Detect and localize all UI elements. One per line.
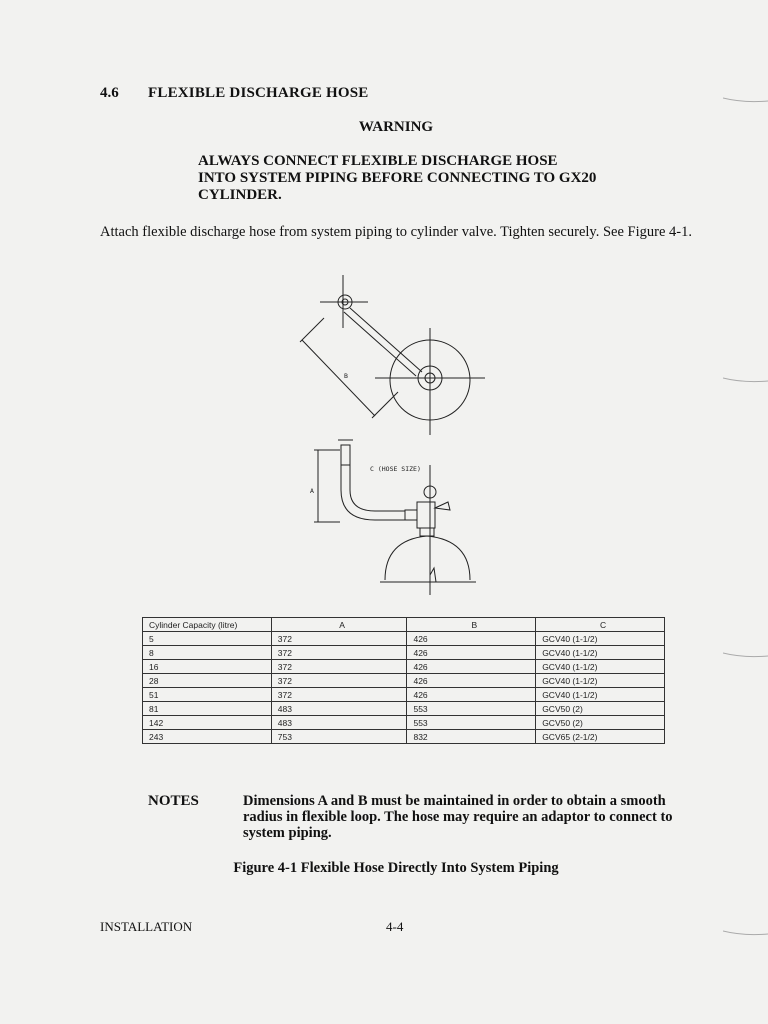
table-cell: 16 — [142, 659, 272, 674]
table-cell: 483 — [270, 715, 408, 730]
pipe-fitting-inner — [341, 298, 349, 306]
footer-section-name: INSTALLATION — [100, 919, 193, 934]
label-b: B — [344, 372, 348, 380]
hose-valve-nut — [404, 509, 418, 521]
table-cell: GCV40 (1-1/2) — [535, 659, 665, 674]
table-header-row: Cylinder Capacity (litre) A B C — [142, 617, 665, 632]
dimension-b-ext-2 — [371, 391, 399, 419]
table-cell: GCV40 (1-1/2) — [535, 673, 665, 688]
hose-inner-bend — [349, 465, 405, 512]
instruction-paragraph: Attach flexible discharge hose from syst… — [100, 224, 692, 240]
dimension-b-line — [301, 339, 376, 417]
table-cell: 753 — [270, 729, 408, 744]
table-cell: 553 — [406, 715, 537, 730]
table-cell: 426 — [406, 631, 537, 646]
valve-body — [416, 501, 436, 529]
table-cell: 372 — [270, 645, 408, 660]
pipe-coupling — [340, 444, 351, 466]
scan-mark — [723, 97, 768, 103]
table-cell: 5 — [142, 631, 272, 646]
scan-mark — [723, 930, 768, 936]
warning-heading: WARNING — [358, 119, 434, 135]
scan-mark — [723, 652, 768, 658]
footer-page-number: 4-4 — [386, 919, 404, 934]
label-c: C (HOSE SIZE) — [370, 465, 421, 473]
header-a: A — [270, 617, 408, 632]
table-cell: 426 — [406, 659, 537, 674]
section-title: FLEXIBLE DISCHARGE HOSE — [148, 85, 369, 101]
table-cell: GCV50 (2) — [535, 701, 665, 716]
table-cell: 372 — [270, 673, 408, 688]
table-cell: 426 — [406, 645, 537, 660]
table-cell: GCV65 (2-1/2) — [535, 729, 665, 744]
table-cell: 832 — [406, 729, 537, 744]
table-cell: 81 — [142, 701, 272, 716]
label-a: A — [310, 487, 314, 495]
warning-text: ALWAYS CONNECT FLEXIBLE DISCHARGE HOSE I… — [198, 153, 597, 203]
notes-label: NOTES — [148, 793, 199, 809]
table-cell: GCV50 (2) — [535, 715, 665, 730]
table-cell: 142 — [142, 715, 272, 730]
hose-outer-bend — [340, 465, 405, 521]
table-cell: 8 — [142, 645, 272, 660]
header-cylinder-capacity: Cylinder Capacity (litre) — [142, 617, 272, 632]
table-cell: 372 — [270, 631, 408, 646]
hose-installation-figure: B A C (HOSE SIZE) — [299, 275, 485, 595]
header-b: B — [406, 617, 537, 632]
table-cell: GCV40 (1-1/2) — [535, 687, 665, 702]
valve-lever — [433, 501, 451, 511]
pipe-fitting — [337, 294, 353, 310]
hose-top-edge — [349, 307, 423, 373]
cylinder-dome — [384, 535, 471, 581]
table-cell: 483 — [270, 701, 408, 716]
table-cell: GCV40 (1-1/2) — [535, 631, 665, 646]
table-cell: 426 — [406, 687, 537, 702]
table-cell: 372 — [270, 659, 408, 674]
table-cell: 426 — [406, 673, 537, 688]
notes-text: Dimensions A and B must be maintained in… — [243, 793, 673, 841]
hose-bottom-edge — [343, 311, 417, 377]
valve-neck — [419, 527, 435, 537]
table-cell: 243 — [142, 729, 272, 744]
table-cell: 28 — [142, 673, 272, 688]
table-cell: 372 — [270, 687, 408, 702]
cylinder-break-mark — [429, 566, 437, 583]
header-c: C — [535, 617, 665, 632]
table-cell: GCV40 (1-1/2) — [535, 645, 665, 660]
table-cell: 51 — [142, 687, 272, 702]
scan-mark — [723, 377, 768, 383]
figure-caption: Figure 4-1 Flexible Hose Directly Into S… — [233, 860, 559, 876]
section-number: 4.6 — [100, 85, 119, 101]
table-cell: 553 — [406, 701, 537, 716]
dimension-b-ext-1 — [299, 317, 325, 343]
